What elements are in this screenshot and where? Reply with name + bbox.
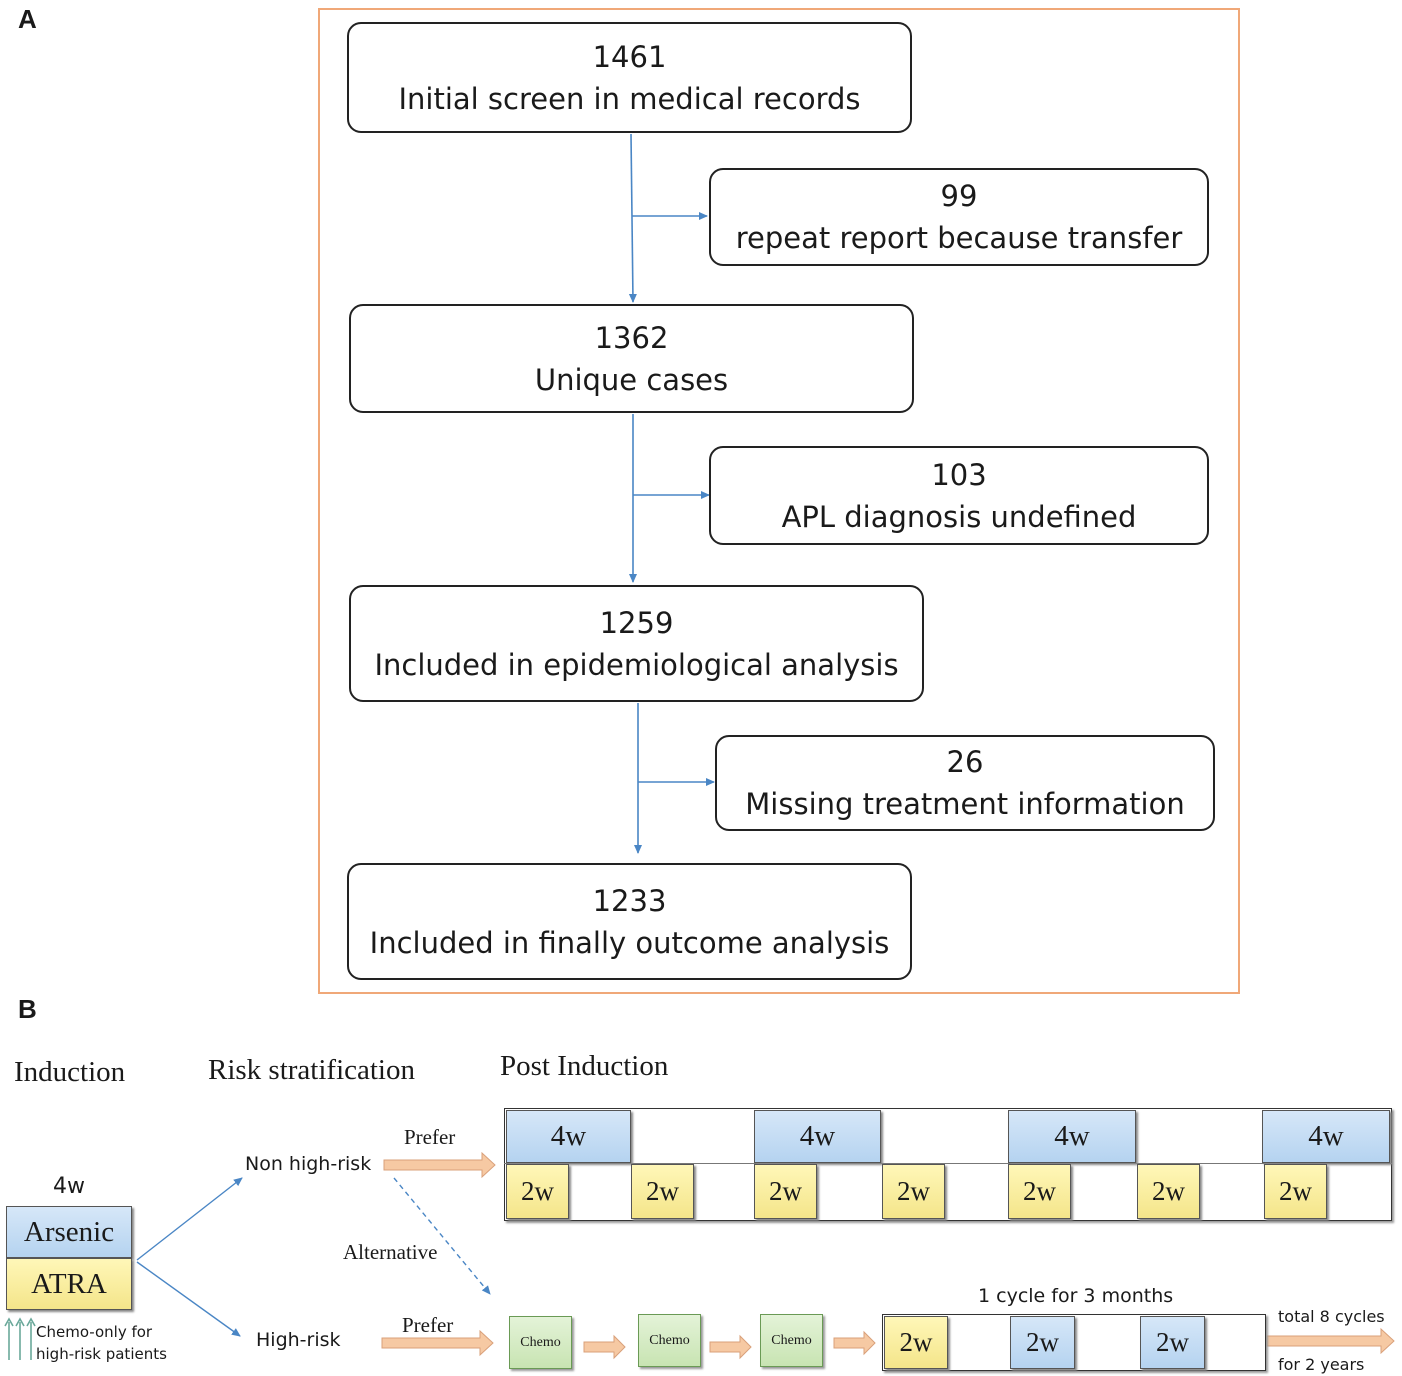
atra-2w-block: 2w <box>1264 1164 1327 1219</box>
chemo-only-note-line1: Chemo-only for <box>36 1323 153 1341</box>
arsenic-4w-block: 4w <box>754 1110 881 1163</box>
atra-2w-block: 2w <box>754 1164 817 1219</box>
header-post-induction: Post Induction <box>500 1050 669 1082</box>
atra-2w-block: 2w <box>884 1316 948 1369</box>
flow-box-count: 1233 <box>592 883 667 918</box>
atra-2w-block: 2w <box>1008 1164 1071 1219</box>
panel-b-label: B <box>18 994 37 1024</box>
arsenic-2w-block: 2w <box>1140 1316 1205 1369</box>
cycle-label: 1 cycle for 3 months <box>978 1285 1174 1307</box>
atra-2w-block: 2w <box>631 1164 694 1219</box>
induction-duration: 4w <box>53 1174 85 1199</box>
non-high-risk-label: Non high-risk <box>245 1153 372 1175</box>
total-cycles-label: total 8 cycles <box>1278 1307 1385 1326</box>
flow-box-label: Unique cases <box>534 362 729 397</box>
flow-box-label: Included in epidemiological analysis <box>374 647 899 682</box>
arsenic-4w-block: 4w <box>1008 1110 1136 1163</box>
panel-a-frame <box>318 8 1240 994</box>
flow-box-repeat-report: 99 repeat report because transfer <box>709 168 1209 266</box>
flow-box-label: repeat report because transfer <box>735 221 1183 255</box>
total-duration-label: for 2 years <box>1278 1355 1365 1374</box>
flow-box-epidemiological: 1259 Included in epidemiological analysi… <box>349 585 924 702</box>
alternative-label: Alternative <box>343 1240 438 1264</box>
flow-box-count: 1461 <box>592 39 667 74</box>
high-risk-label: High-risk <box>256 1329 341 1351</box>
arsenic-4w-block: 4w <box>506 1110 631 1163</box>
flow-box-count: 1259 <box>599 605 674 640</box>
atra-2w-block: 2w <box>882 1164 945 1219</box>
chemo-only-note-line2: high-risk patients <box>36 1345 167 1363</box>
chemo-block: Chemo <box>760 1314 823 1367</box>
chemo-block: Chemo <box>509 1316 572 1369</box>
flow-box-missing-treatment: 26 Missing treatment information <box>715 735 1215 831</box>
flow-box-label: APL diagnosis undefined <box>781 499 1137 534</box>
prefer-label-top: Prefer <box>404 1125 456 1149</box>
arsenic-4w-block: 4w <box>1262 1110 1390 1163</box>
flow-box-count: 99 <box>940 179 978 213</box>
schedule-divider <box>504 1163 1392 1164</box>
atra-2w-block: 2w <box>506 1164 569 1219</box>
flow-box-count: 1362 <box>594 320 669 355</box>
flow-box-initial-screen: 1461 Initial screen in medical records <box>347 22 912 133</box>
panel-a-label: A <box>18 4 37 34</box>
arsenic-block: Arsenic <box>6 1206 132 1258</box>
header-risk-stratification: Risk stratification <box>208 1054 415 1086</box>
chemo-block: Chemo <box>638 1314 701 1367</box>
chemo-only-note: Chemo-only for high-risk patients <box>36 1321 167 1365</box>
flow-box-apl-undefined: 103 APL diagnosis undefined <box>709 446 1209 545</box>
flow-box-unique-cases: 1362 Unique cases <box>349 304 914 413</box>
high-risk-cycle <box>882 1314 1266 1371</box>
flow-box-outcome-analysis: 1233 Included in finally outcome analysi… <box>347 863 912 980</box>
flow-box-label: Included in finally outcome analysis <box>369 925 890 960</box>
flow-box-count: 26 <box>946 745 984 779</box>
flow-box-label: Missing treatment information <box>745 787 1185 821</box>
header-induction: Induction <box>14 1056 126 1088</box>
atra-2w-block: 2w <box>1137 1164 1200 1219</box>
flow-box-label: Initial screen in medical records <box>398 81 861 116</box>
flow-box-count: 103 <box>931 457 987 492</box>
prefer-label-bottom: Prefer <box>402 1313 454 1337</box>
non-high-risk-schedule <box>504 1108 1392 1221</box>
arsenic-2w-block: 2w <box>1010 1316 1075 1369</box>
atra-block: ATRA <box>6 1258 132 1310</box>
